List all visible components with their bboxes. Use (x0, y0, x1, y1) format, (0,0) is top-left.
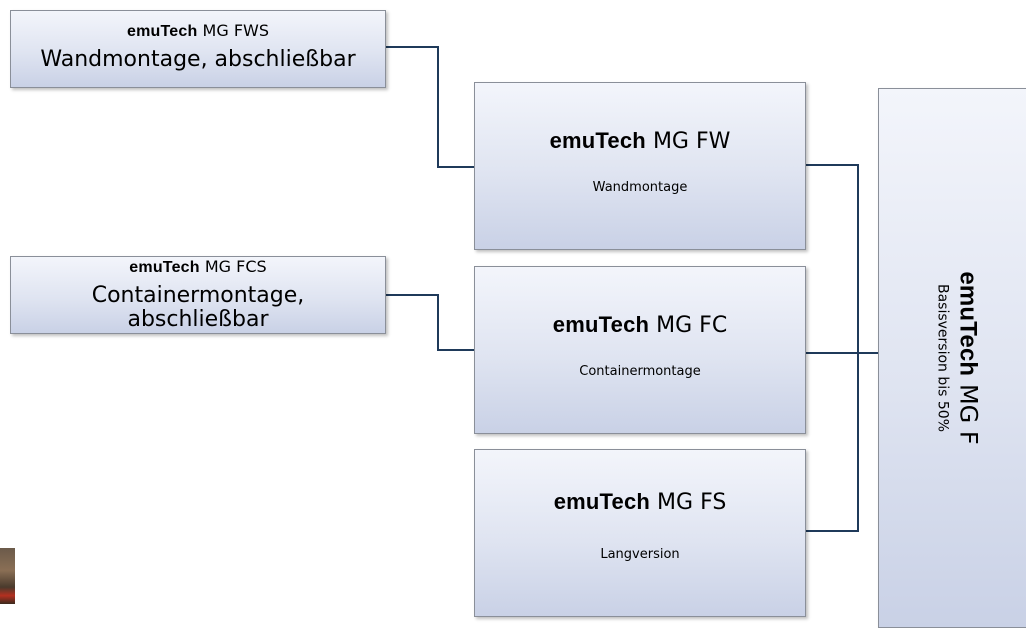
partial-photo-thumbnail (0, 548, 15, 604)
fs-brand: emuTech (553, 489, 651, 514)
box-mg-fs: emuTech MG FS Langversion (474, 449, 806, 617)
fw-description: Wandmontage (592, 180, 688, 195)
fcs-description-line2: abschließbar (127, 307, 269, 332)
fws-model: MG FWS (202, 21, 270, 40)
fc-title: emuTech MG FC (475, 311, 805, 340)
fcs-description-line1: Containermontage, (91, 283, 305, 308)
fw-brand: emuTech (549, 128, 646, 153)
fc-model: MG FC (656, 313, 728, 338)
mg-f-model: MG F (954, 383, 983, 445)
fcs-title: emuTech MG FCS (11, 257, 385, 278)
mg-f-title: emuTech MG F (953, 271, 984, 444)
fw-title: emuTech MG FW (475, 127, 805, 156)
fws-brand: emuTech (126, 23, 198, 40)
box-mg-fw: emuTech MG FW Wandmontage (474, 82, 806, 250)
fcs-model: MG FCS (204, 257, 267, 276)
box-mg-fcs: emuTech MG FCS Containermontage, abschli… (10, 256, 386, 334)
box-mg-fws: emuTech MG FWS Wandmontage, abschließbar (10, 10, 386, 88)
fws-title: emuTech MG FWS (11, 21, 385, 42)
fs-description: Langversion (600, 547, 680, 562)
fws-description: Wandmontage, abschließbar (40, 47, 356, 72)
fw-model: MG FW (652, 129, 731, 154)
mg-f-description: Basisversion bis 50% (934, 283, 951, 433)
mg-f-vertical-label: emuTech MG F Basisversion bis 50% (933, 271, 984, 444)
connector-fs-main (806, 353, 859, 532)
fs-model: MG FS (657, 490, 727, 515)
box-mg-f: emuTech MG F Basisversion bis 50% (878, 88, 1026, 628)
box-mg-fc: emuTech MG FC Containermontage (474, 266, 806, 434)
fcs-brand: emuTech (129, 259, 200, 276)
mg-f-brand: emuTech (954, 271, 982, 377)
fc-brand: emuTech (552, 312, 650, 337)
fs-title: emuTech MG FS (475, 488, 805, 517)
connector-fws-fw (386, 46, 474, 168)
fc-description: Containermontage (579, 364, 701, 379)
connector-fw-main (806, 164, 859, 353)
connector-fcs-fc (386, 294, 474, 351)
